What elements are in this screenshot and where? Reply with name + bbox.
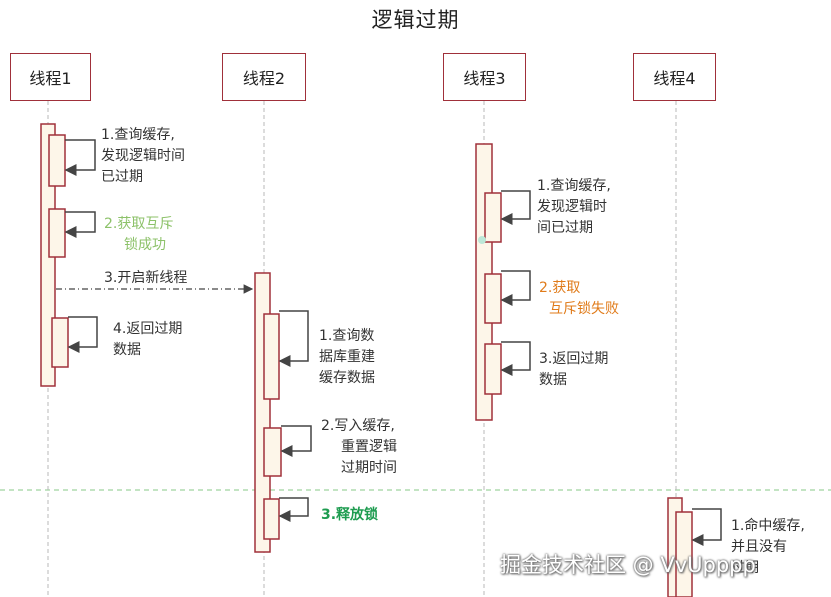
self-call-t3-3	[500, 341, 531, 376]
t2-step2-label: 2.写入缓存,重置逻辑过期时间	[321, 418, 397, 476]
self-call-t4-1	[691, 508, 722, 546]
thread-2-header: 线程2	[222, 53, 306, 101]
self-call-t1-1	[64, 139, 96, 176]
t3-step1-label: 1.查询缓存,发现逻辑时间已过期	[537, 178, 611, 236]
activation-t2-step1	[263, 313, 280, 400]
self-call-t2-3	[278, 497, 309, 522]
activation-t3-step2	[484, 273, 502, 324]
activation-t3-step1	[484, 192, 502, 243]
activation-t4-step1	[675, 511, 693, 597]
thread-1-header: 线程1	[10, 53, 91, 101]
activation-t1-step2	[48, 208, 66, 258]
activation-t2-step3	[263, 498, 280, 540]
t1-step3-label: 3.开启新线程	[104, 270, 188, 286]
t2-step1-label: 1.查询数据库重建缓存数据	[319, 328, 375, 386]
activation-t2-step2	[263, 427, 282, 477]
self-call-t1-4	[67, 316, 98, 353]
self-call-t2-2	[280, 425, 312, 457]
t4-step1-label: 1.命中缓存,并且没有过期	[731, 518, 805, 576]
watermark: 掘金技术社区 @ VvUpppp	[500, 553, 756, 577]
t3-step3-label: 3.返回过期数据	[539, 351, 609, 388]
thread3-marker	[478, 236, 486, 244]
self-call-t3-2	[500, 270, 531, 306]
t1-step1-label: 1.查询缓存,发现逻辑时间已过期	[101, 127, 185, 185]
t2-step3-label: 3.释放锁	[321, 507, 379, 523]
thread-4-header: 线程4	[633, 53, 716, 101]
t1-step2-label: 2.获取互斥锁成功	[104, 216, 174, 253]
self-call-t1-2	[64, 211, 96, 238]
t3-step2-label: 2.获取互斥锁失败	[539, 280, 619, 317]
activation-t1-step1	[48, 134, 66, 187]
diagram-title: 逻辑过期	[371, 8, 460, 32]
t1-step4-label: 4.返回过期数据	[113, 321, 183, 358]
thread-3-header: 线程3	[443, 53, 526, 101]
self-call-t3-1	[500, 190, 531, 225]
self-call-t2-1	[278, 310, 309, 367]
activation-t1-step4	[51, 317, 69, 368]
activation-t3-step3	[484, 343, 502, 395]
